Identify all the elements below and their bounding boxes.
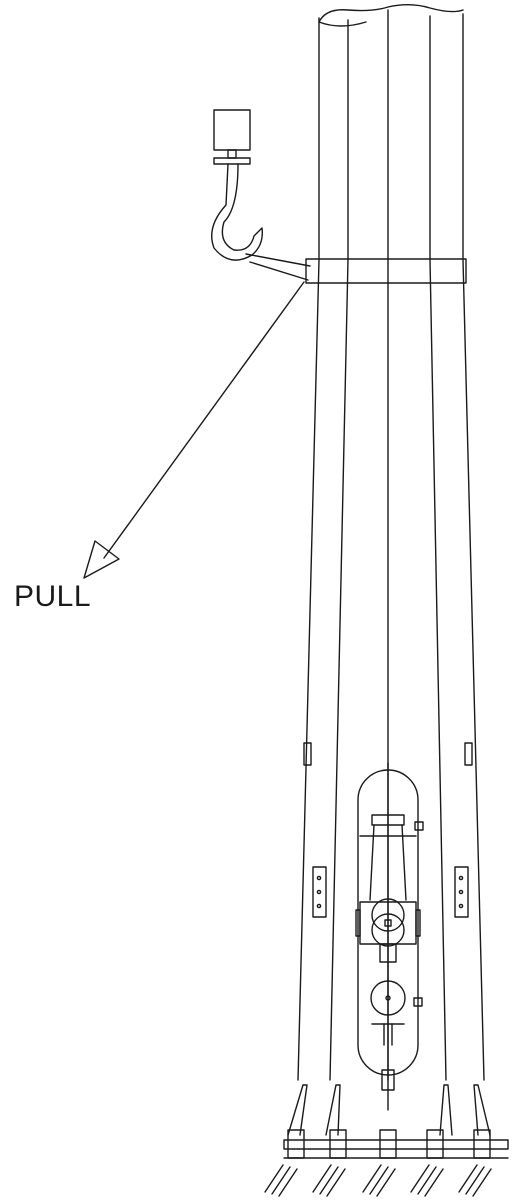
side-plates — [303, 742, 473, 918]
tower-shaft — [297, 4, 485, 1081]
door-opening — [355, 762, 424, 1111]
tower-base — [264, 1084, 509, 1197]
crane-hook — [211, 109, 311, 281]
pull-label: PULL — [14, 580, 92, 613]
clamp-band — [305, 258, 467, 284]
pull-arrow — [83, 281, 305, 579]
